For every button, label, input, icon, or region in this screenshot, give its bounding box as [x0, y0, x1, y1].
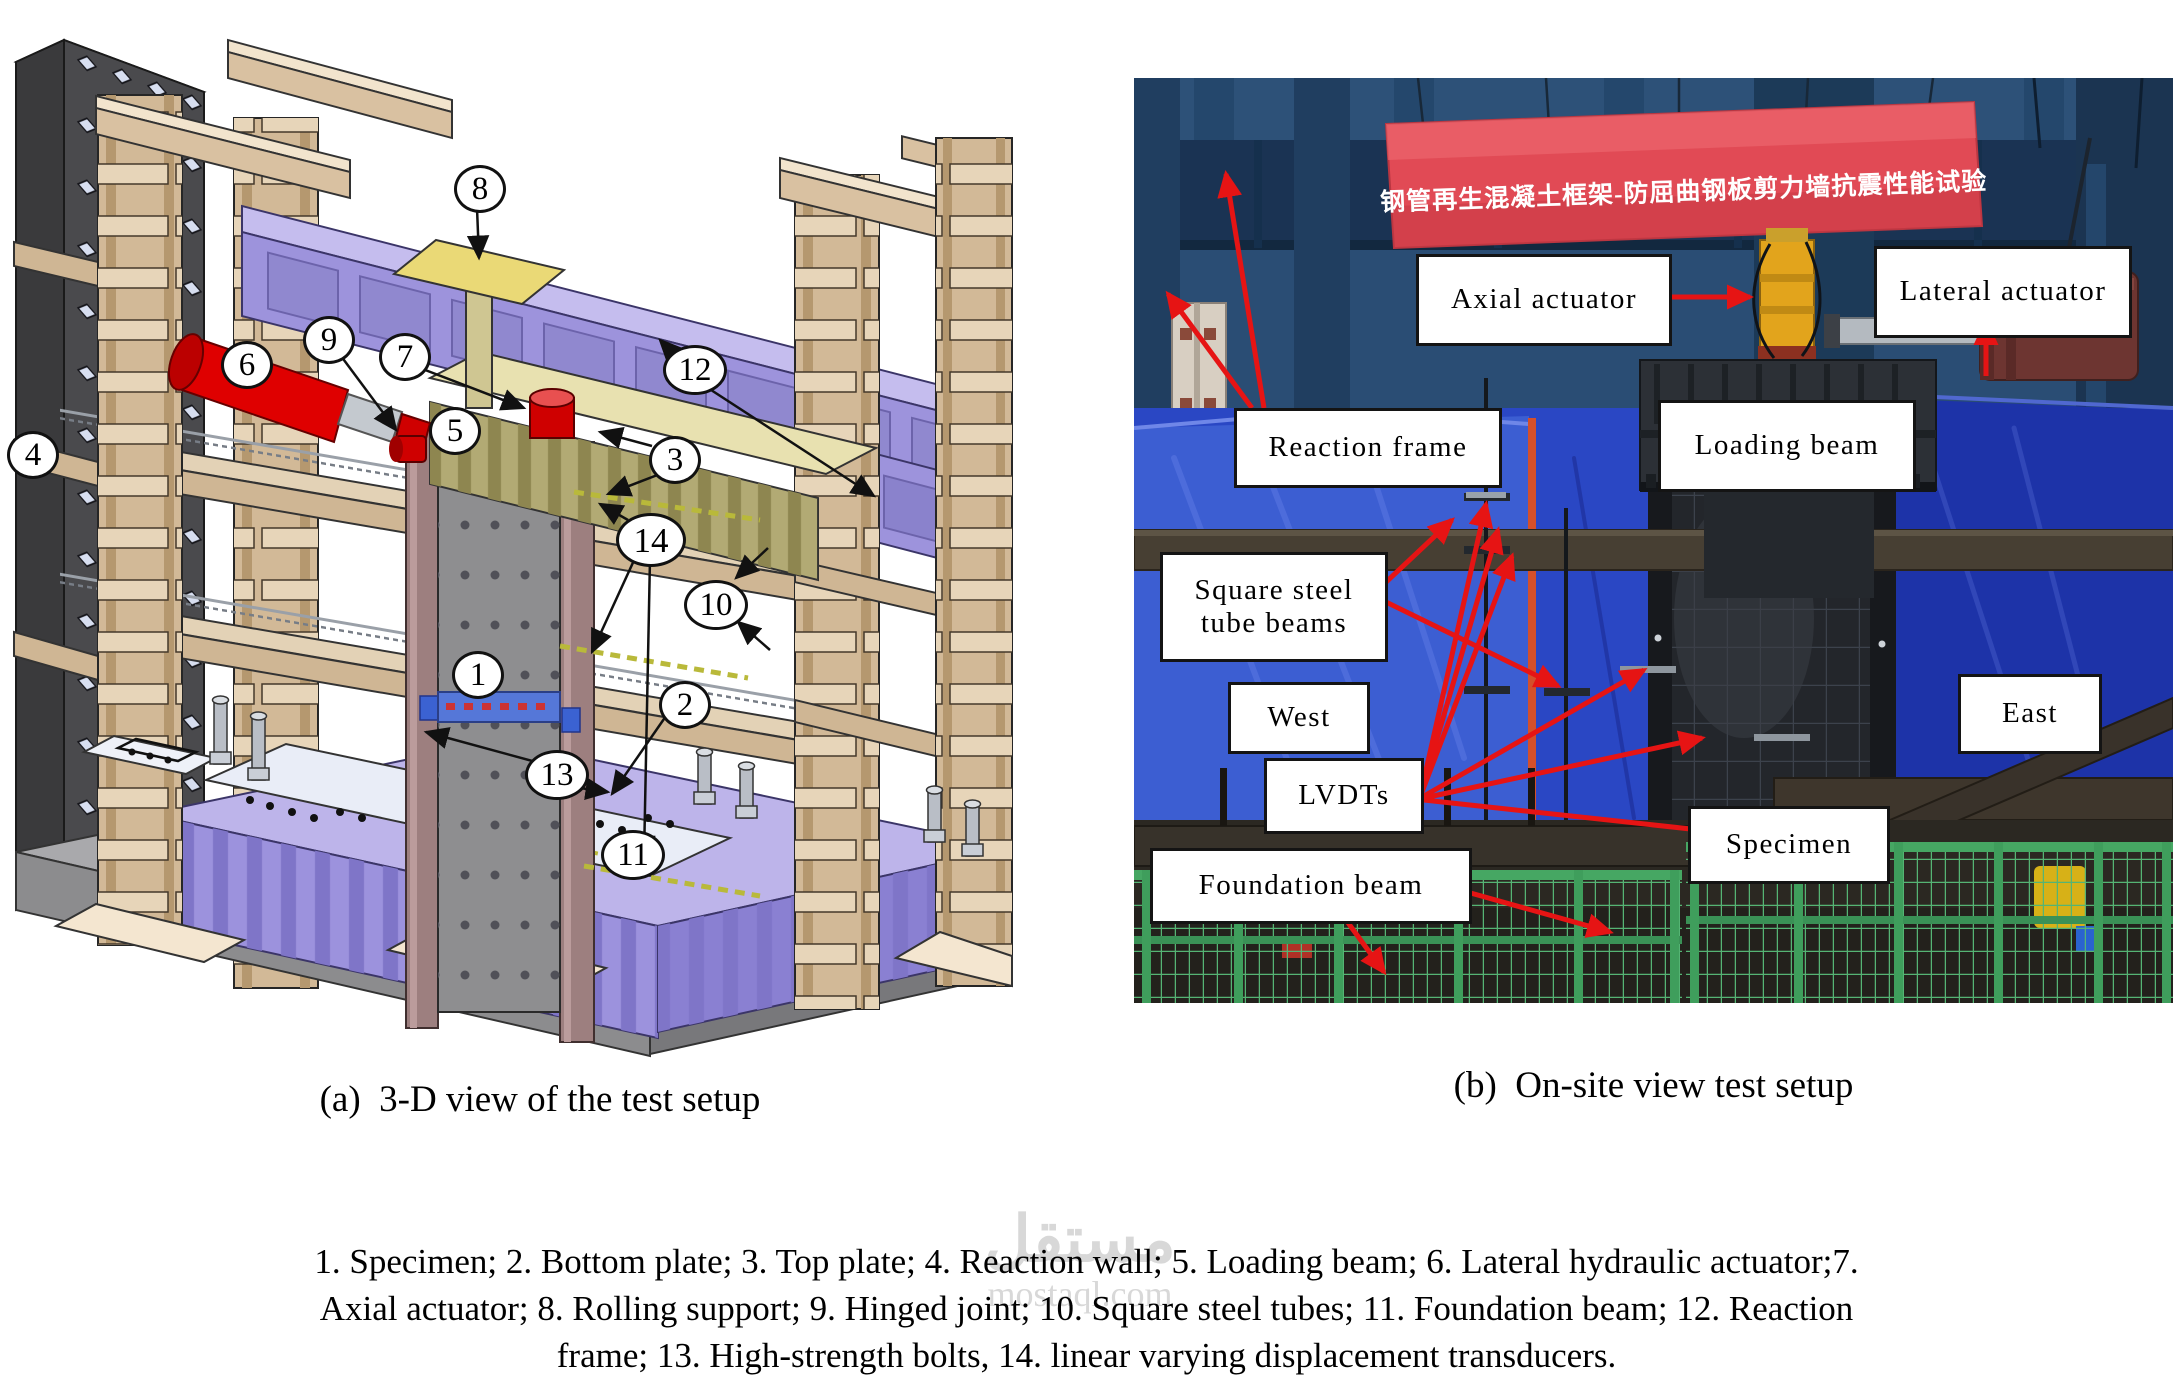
- callout-5-number: 5: [446, 412, 464, 449]
- label-square-steel-tube-beams: Square steel tube beams: [1160, 552, 1388, 662]
- label-west: West: [1228, 682, 1370, 754]
- callout-4: 4: [7, 431, 59, 479]
- callout-12-number: 12: [678, 351, 712, 388]
- figure-legend: 1. Specimen; 2. Bottom plate; 3. Top pla…: [0, 1238, 2173, 1379]
- base-plate-left: [53, 902, 247, 964]
- caption-panel-b: (b) On-site view test setup: [1453, 1065, 1854, 1106]
- top-cap-beam-left-back: [227, 38, 453, 140]
- label-east: East: [1958, 674, 2102, 754]
- callout-5: 5: [429, 407, 481, 455]
- label-lvdts: LVDTs: [1264, 758, 1424, 834]
- specimen-3d: [405, 427, 595, 1043]
- label-axial-actuator: Axial actuator: [1416, 254, 1672, 346]
- 3d-setup-drawing: [13, 38, 1013, 1058]
- callout-6-number: 6: [238, 346, 256, 383]
- label-east-text: East: [2002, 697, 2058, 730]
- photo-annotation-arrows: [1165, 170, 1999, 976]
- label-square-steel-tube-beams-text: Square steel tube beams: [1194, 573, 1354, 639]
- label-reaction-frame: Reaction frame: [1234, 408, 1502, 488]
- callout-7-number: 7: [396, 338, 414, 375]
- callout-9-number: 9: [320, 321, 338, 358]
- watermark-domain: mostaql.com: [987, 1274, 1173, 1315]
- anchor-bolts: [209, 695, 984, 857]
- banner: 钢管再生混凝土框架-防屈曲钢板剪力墙抗震性能试验: [1380, 78, 1988, 250]
- label-foundation-beam-text: Foundation beam: [1198, 869, 1424, 902]
- label-lvdts-text: LVDTs: [1298, 779, 1390, 812]
- legend-line-3: frame; 13. High-strength bolts, 14. line…: [556, 1336, 1617, 1375]
- base-plate-right: [893, 930, 1013, 988]
- callout-9: 9: [303, 316, 355, 364]
- callout-8-number: 8: [471, 170, 489, 207]
- callout-14-number: 14: [633, 520, 669, 560]
- callout-11: 11: [601, 830, 665, 880]
- callout-6: 6: [221, 341, 273, 389]
- legend-line-2: Axial actuator; 8. Rolling support; 9. H…: [319, 1289, 1854, 1328]
- axial-actuator-3d: [529, 388, 575, 439]
- callout-12: 12: [663, 345, 727, 395]
- square-steel-tube-beam-photo: [1134, 529, 2173, 846]
- top-cap-beam-left-front: [95, 94, 351, 200]
- watermark: مستقل mostaql.com: [920, 1204, 1240, 1315]
- lvdt-transducers-3d: [559, 489, 761, 899]
- label-reaction-frame-text: Reaction frame: [1268, 431, 1468, 464]
- callout-4-number: 4: [24, 436, 42, 473]
- callout-8: 8: [454, 165, 506, 213]
- callout-11-number: 11: [617, 836, 649, 873]
- callout-3-number: 3: [666, 441, 684, 478]
- reaction-frame-column-front-right: [935, 137, 1013, 987]
- panel-b-photo: 钢管再生混凝土框架-防屈曲钢板剪力墙抗震性能试验: [1134, 78, 2173, 1003]
- callout-2: 2: [659, 681, 711, 729]
- label-foundation-beam: Foundation beam: [1150, 848, 1472, 924]
- callout-13: 13: [525, 750, 589, 800]
- label-loading-beam-text: Loading beam: [1694, 429, 1880, 462]
- callout-13-number: 13: [540, 756, 574, 793]
- label-axial-actuator-text: Axial actuator: [1450, 283, 1638, 316]
- label-west-text: West: [1267, 701, 1331, 734]
- label-lateral-actuator-text: Lateral actuator: [1899, 275, 2107, 308]
- callout-leader-arrows: [336, 207, 877, 861]
- callout-10-number: 10: [699, 586, 733, 623]
- callout-10: 10: [684, 580, 748, 630]
- callout-1-number: 1: [469, 656, 487, 693]
- reaction-frame-column-front-left: [97, 94, 183, 946]
- label-specimen: Specimen: [1688, 806, 1890, 884]
- watermark-logo: مستقل: [984, 1204, 1176, 1275]
- panel-a-3d-view: 1 2 3 4 5 6 7 8 9 10 11 12 13 14: [0, 0, 1080, 1065]
- label-specimen-text: Specimen: [1725, 828, 1853, 861]
- hinged-joint-3d: [389, 435, 427, 463]
- callout-14: 14: [616, 513, 686, 567]
- callout-1: 1: [452, 651, 504, 699]
- callout-3: 3: [649, 436, 701, 484]
- caption-panel-a: (a) 3-D view of the test setup: [319, 1079, 761, 1120]
- rolling-support: [391, 238, 567, 409]
- callout-7: 7: [379, 333, 431, 381]
- callout-2-number: 2: [676, 686, 694, 723]
- label-lateral-actuator: Lateral actuator: [1874, 246, 2132, 338]
- legend-line-1: 1. Specimen; 2. Bottom plate; 3. Top pla…: [314, 1242, 1859, 1281]
- label-loading-beam: Loading beam: [1658, 400, 1916, 492]
